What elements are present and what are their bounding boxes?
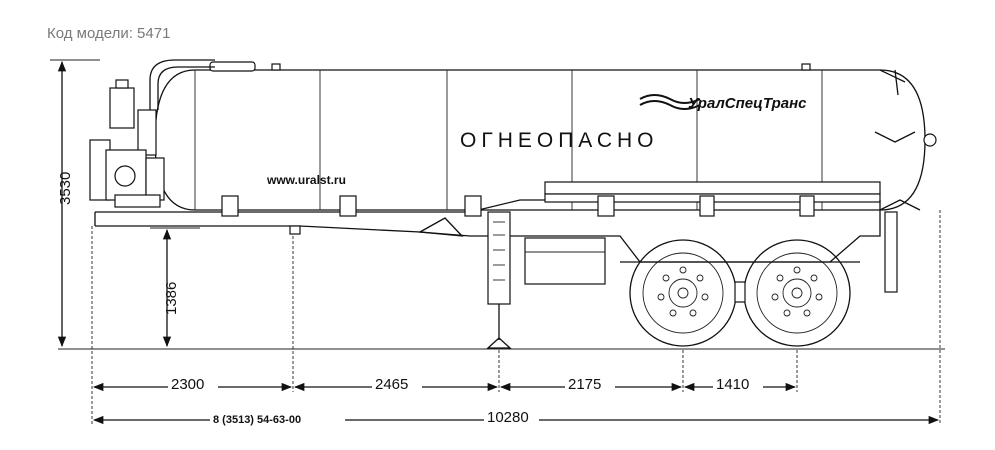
landing-gear: [486, 211, 512, 349]
warning-label: ОГНЕОПАСНО: [460, 129, 659, 152]
segment-4-label: 1410: [716, 376, 749, 393]
brand-logo: УралСпецТранс: [639, 94, 807, 112]
website-label: www.uralst.ru: [266, 173, 346, 187]
phone-number: 8 (3513) 54-63-00: [213, 414, 301, 426]
trailer-frame: [94, 181, 898, 293]
brand-name: УралСпецТранс: [688, 95, 807, 112]
front-pump-equipment: [89, 59, 215, 208]
length-dimension-label: 10280: [487, 409, 529, 426]
segment-1-label: 2300: [171, 376, 204, 393]
axle-hub: [734, 281, 746, 303]
brand-swoosh-icon: [639, 94, 701, 104]
wheel-rear: [743, 239, 851, 347]
height-dimension-label: 3530: [57, 172, 74, 205]
model-code-label: Код модели: 5471: [47, 25, 171, 42]
segment-2-label: 2465: [375, 376, 408, 393]
wheel-front: [629, 239, 737, 347]
coupling-height-label: 1386: [163, 282, 180, 315]
segment-3-label: 2175: [568, 376, 601, 393]
